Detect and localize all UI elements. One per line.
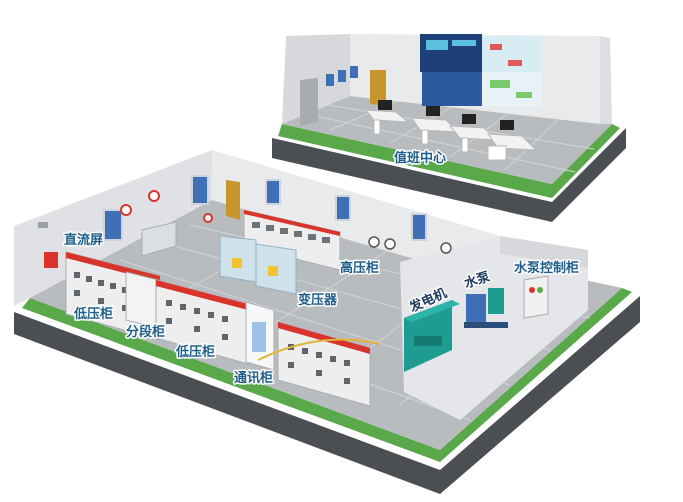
- pump-control-cabinet: [523, 275, 549, 319]
- transformers: [219, 235, 297, 295]
- low-voltage-cabinet-mid: [155, 279, 249, 365]
- generator: [404, 300, 460, 372]
- dc-screen-cabinets: [141, 221, 177, 257]
- water-pumps: [464, 288, 508, 328]
- label-duty-room: 值班中心: [394, 150, 446, 166]
- main-room: [14, 150, 640, 494]
- label-pump-control-cabinet: 水泵控制柜: [514, 260, 579, 276]
- communication-cabinet: [245, 301, 275, 371]
- label-communication-cabinet: 通讯柜: [234, 370, 273, 386]
- main-room-back-wall: [212, 150, 500, 284]
- main-room-base: [14, 296, 640, 494]
- label-low-voltage-cabinet-mid: 低压柜: [175, 344, 215, 360]
- cable-trays: [257, 338, 381, 361]
- duty-room-wall-panels: [326, 66, 358, 86]
- main-room-door: [226, 180, 240, 220]
- operator-desks: [364, 100, 538, 161]
- label-high-voltage-cabinet: 高压柜: [340, 260, 379, 276]
- label-section-cabinet: 分段柜: [126, 324, 165, 340]
- label-dc-screen: 直流屏: [64, 232, 103, 248]
- wall-devices: [38, 190, 452, 268]
- duty-room: [272, 34, 626, 222]
- duty-room-door: [370, 70, 386, 106]
- label-low-voltage-cabinet-left: 低压柜: [73, 306, 113, 322]
- video-wall: [420, 34, 542, 106]
- high-voltage-cabinets: [243, 209, 341, 271]
- label-transformer: 变压器: [298, 292, 338, 308]
- main-room-windows: [103, 175, 427, 241]
- low-voltage-cabinet-front: [277, 321, 371, 407]
